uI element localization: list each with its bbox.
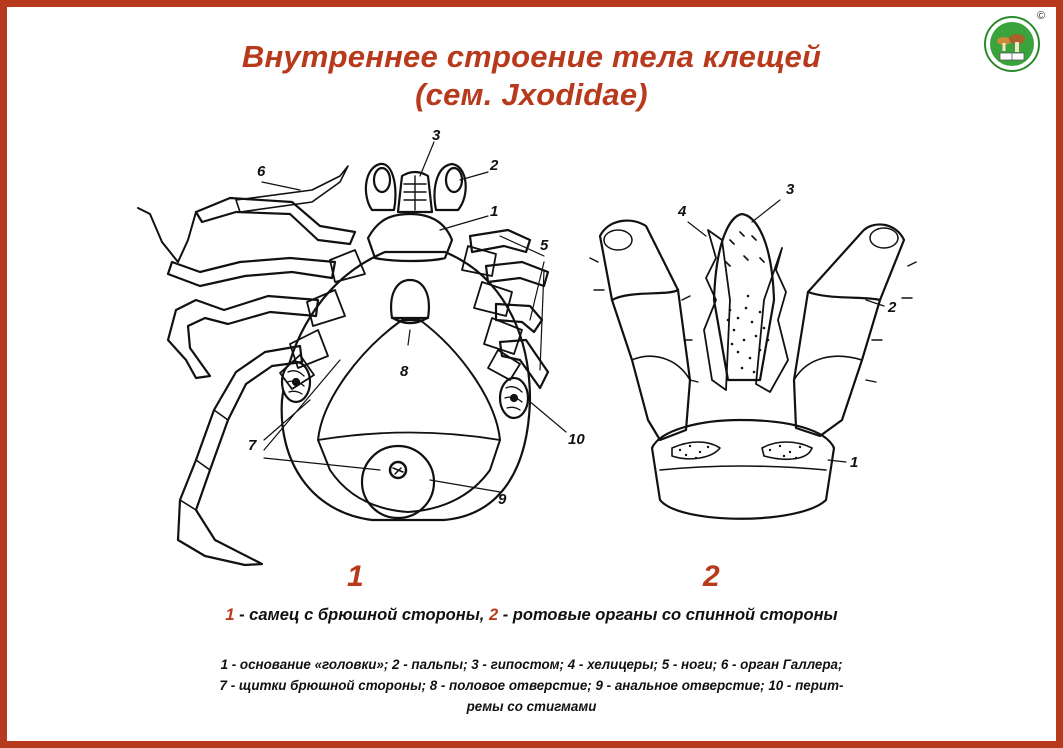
fig1-label-8: 8 <box>400 363 409 380</box>
figure-1-number: 1 <box>347 560 364 593</box>
title-line-1: Внутреннее строение тела клещей <box>241 39 822 74</box>
legend-line-3: ремы со стигмами <box>466 699 597 714</box>
publisher-logo-icon <box>984 16 1040 72</box>
fig1-label-9: 9 <box>498 491 507 508</box>
legend-line-1: 1 - основание «головки»; 2 - пальпы; 3 -… <box>220 657 843 672</box>
figure-2-number: 2 <box>703 560 720 593</box>
fig1-label-7: 7 <box>248 437 257 454</box>
figure-2-mouthparts-drawing <box>589 199 917 520</box>
caption-num-1: 1 <box>225 606 235 624</box>
fig1-label-10: 10 <box>568 431 585 448</box>
fig2-label-1: 1 <box>850 454 858 471</box>
fig1-label-2: 2 <box>489 157 499 174</box>
figure-caption: 1 - самец с брюшной стороны, 2 - ротовые… <box>0 606 1063 625</box>
fig1-label-1: 1 <box>490 203 498 220</box>
caption-text-1: - самец с брюшной стороны, <box>234 606 489 624</box>
caption-num-2: 2 <box>488 606 499 624</box>
copyright-mark: © <box>1037 10 1046 22</box>
legend-text: 1 - основание «головки»; 2 - пальпы; 3 -… <box>80 654 983 717</box>
legend-line-2: 7 - щитки брюшной стороны; 8 - половое о… <box>219 678 844 693</box>
fig2-label-3: 3 <box>786 181 795 198</box>
fig2-label-4: 4 <box>677 203 687 220</box>
page-title: Внутреннее строение тела клещей (сем. Jx… <box>0 38 1063 114</box>
caption-text-2: - ротовые органы со спинной стороны <box>498 606 838 624</box>
fig1-label-5: 5 <box>540 237 549 254</box>
title-line-2: (сем. Jxodidae) <box>415 77 648 112</box>
figure-1-tick-drawing <box>137 141 567 567</box>
stipple-texture <box>678 294 802 460</box>
tick-anatomy-figures: 3 2 1 5 6 8 7 10 9 4 3 2 1 <box>137 127 917 567</box>
fig1-label-6: 6 <box>257 163 266 180</box>
figure-labels: 3 2 1 5 6 8 7 10 9 4 3 2 1 <box>248 127 897 508</box>
fig2-label-2: 2 <box>887 299 897 316</box>
fig1-label-3: 3 <box>432 127 441 144</box>
